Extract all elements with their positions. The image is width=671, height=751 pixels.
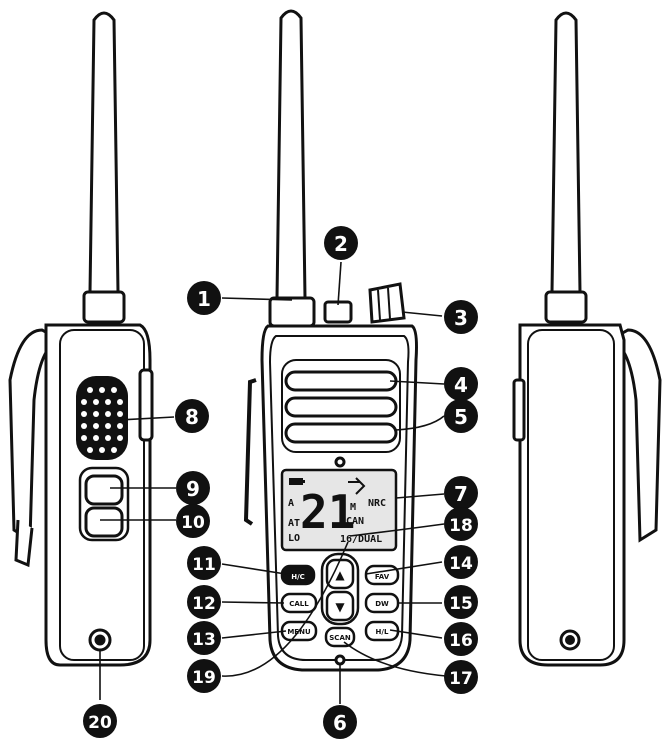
speaker-slot-3 bbox=[284, 422, 398, 444]
callout-12: 12 bbox=[187, 585, 221, 619]
right-side-view bbox=[512, 11, 662, 667]
callout-16: 16 bbox=[444, 622, 478, 656]
svg-text:13: 13 bbox=[192, 630, 216, 650]
hl-label: H/L bbox=[376, 628, 389, 636]
left-antenna-base bbox=[82, 290, 126, 324]
callout-9: 9 bbox=[176, 471, 210, 505]
hc-label: H/C bbox=[291, 573, 305, 581]
front-antenna bbox=[275, 9, 307, 300]
lcd-content: A AT LO 21 M NRC CAN 16/DUAL bbox=[288, 477, 386, 545]
lcd-at: AT bbox=[288, 518, 300, 529]
callout-11: 11 bbox=[187, 546, 221, 580]
svg-text:12: 12 bbox=[192, 594, 216, 614]
down-button[interactable] bbox=[325, 590, 355, 622]
lcd-dual: 16/DUAL bbox=[340, 534, 382, 545]
bottom-hole bbox=[334, 654, 346, 666]
callout-13: 13 bbox=[187, 621, 221, 655]
call-label: CALL bbox=[289, 600, 309, 608]
side-key bbox=[138, 368, 154, 442]
callout-20: 20 bbox=[83, 704, 117, 738]
callout-17: 17 bbox=[444, 660, 478, 694]
svg-text:10: 10 bbox=[181, 513, 205, 533]
callout-6: 6 bbox=[323, 705, 357, 739]
callout-3: 3 bbox=[444, 300, 478, 334]
front-antenna-base bbox=[268, 296, 316, 328]
speaker-slot-1 bbox=[284, 370, 398, 392]
scan-button[interactable] bbox=[324, 626, 356, 648]
lcd-a: A bbox=[288, 498, 294, 509]
callout-5: 5 bbox=[444, 399, 478, 433]
svg-text:14: 14 bbox=[449, 554, 473, 574]
volume-knob bbox=[368, 282, 406, 324]
svg-text:7: 7 bbox=[454, 482, 468, 506]
lcd-m: M bbox=[350, 502, 356, 513]
callout-10: 10 bbox=[176, 504, 210, 538]
keypad bbox=[280, 552, 400, 648]
scan-label: SCAN bbox=[329, 634, 351, 642]
mic-grille bbox=[76, 376, 128, 460]
callout-14: 14 bbox=[444, 545, 478, 579]
leader-lines bbox=[99, 261, 447, 704]
callout-1: 1 bbox=[187, 281, 221, 315]
speaker-slot-2 bbox=[284, 396, 398, 418]
callout-2: 2 bbox=[324, 226, 358, 260]
ptt-lower-key bbox=[84, 506, 124, 538]
svg-text:1: 1 bbox=[197, 287, 211, 311]
svg-text:20: 20 bbox=[88, 713, 112, 733]
belt-clip-tip bbox=[14, 519, 34, 568]
right-antenna bbox=[550, 11, 582, 294]
svg-text:5: 5 bbox=[454, 405, 468, 429]
callout-markers: 1 2 3 4 5 6 7 8 bbox=[83, 226, 478, 739]
svg-text:16: 16 bbox=[449, 631, 473, 651]
callout-4: 4 bbox=[444, 367, 478, 401]
mic-hole bbox=[334, 456, 346, 468]
left-antenna bbox=[88, 11, 120, 294]
svg-text:19: 19 bbox=[192, 668, 216, 688]
up-arrow-icon: ▲ bbox=[335, 568, 345, 582]
ptt-upper-key bbox=[84, 474, 124, 506]
hc-button[interactable] bbox=[280, 564, 316, 586]
ptt-frame bbox=[78, 466, 130, 542]
svg-text:15: 15 bbox=[449, 594, 473, 614]
battery-icon bbox=[289, 478, 303, 485]
svg-text:17: 17 bbox=[449, 669, 473, 689]
lcd-channel: 21 bbox=[300, 485, 355, 539]
callout-19: 19 bbox=[187, 659, 221, 693]
lcd-nrc: NRC bbox=[368, 498, 386, 509]
down-arrow-icon: ▼ bbox=[335, 600, 345, 614]
lcd-screen bbox=[280, 468, 398, 552]
svg-text:2: 2 bbox=[334, 232, 348, 256]
callout-7: 7 bbox=[444, 476, 478, 510]
svg-text:3: 3 bbox=[454, 306, 468, 330]
svg-text:11: 11 bbox=[192, 555, 216, 575]
svg-text:8: 8 bbox=[185, 405, 199, 429]
left-side-view bbox=[8, 11, 154, 667]
callout-15: 15 bbox=[444, 585, 478, 619]
callout-8: 8 bbox=[175, 399, 209, 433]
svg-text:6: 6 bbox=[333, 711, 347, 735]
svg-text:4: 4 bbox=[454, 373, 468, 397]
dw-label: DW bbox=[375, 600, 389, 608]
lcd-lo: LO bbox=[288, 533, 300, 544]
callout-18: 18 bbox=[444, 507, 478, 541]
right-body bbox=[518, 323, 626, 667]
fav-label: FAV bbox=[375, 573, 390, 581]
svg-text:9: 9 bbox=[186, 477, 200, 501]
lcd-can: CAN bbox=[346, 516, 364, 527]
svg-text:18: 18 bbox=[449, 516, 473, 536]
